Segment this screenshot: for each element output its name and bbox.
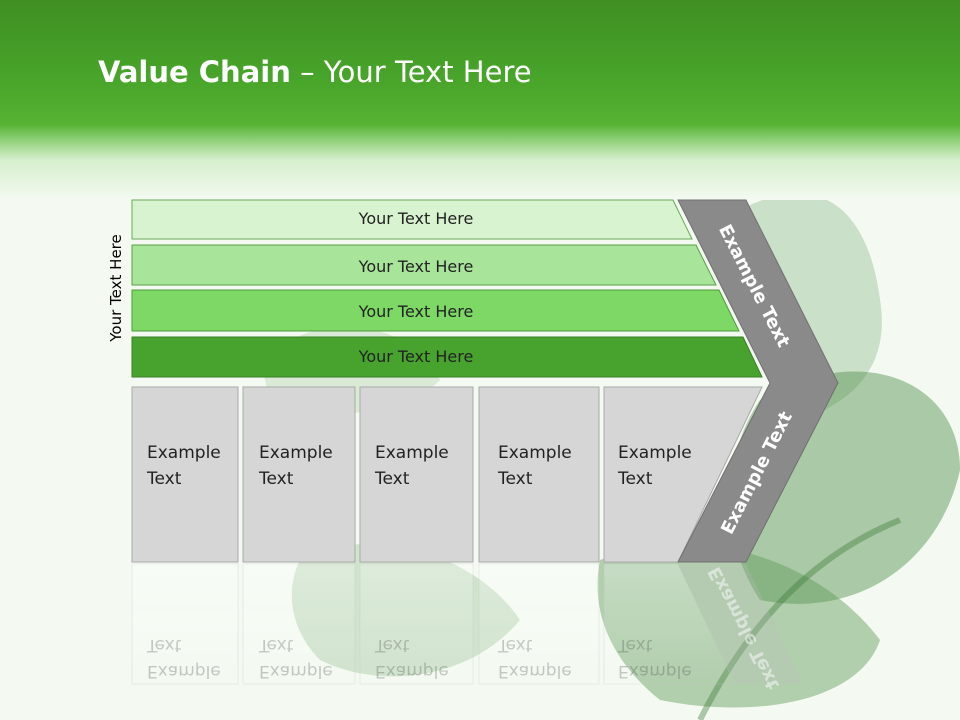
card-1-reflection-line1: Example [147,661,221,681]
card-3-reflection: Example Text [375,632,449,684]
card-3 [359,386,474,563]
card-3-line2: Text [375,469,410,489]
card-4-reflection: Example Text [498,632,572,684]
card-2-line1: Example [259,443,333,463]
title-bold: Value Chain [98,55,291,89]
stem [697,517,902,720]
card-4-reflection-line2: Text [498,635,533,655]
card-3-reflection-line1: Example [375,661,449,681]
card-2-reflection-line1: Example [259,661,333,681]
card-1 [131,386,239,563]
bar-1-label: Your Text Here [358,209,474,228]
card-3-text: Example Text [375,440,449,492]
chevron-arrow [677,199,839,563]
card-4 [478,386,600,563]
header-band [0,0,960,200]
card-1-reflection-line2: Text [147,635,182,655]
card-2-line2: Text [259,469,294,489]
card-4-text: Example Text [498,440,572,492]
card-5-reflection-line1: Example [618,661,692,681]
card-4-reflection-line1: Example [498,661,572,681]
card-3-line1: Example [375,443,449,463]
slide-title: Value Chain – Your Text Here [98,55,532,89]
card-2-text: Example Text [259,440,333,492]
card-2 [242,386,356,563]
reflection [131,563,803,685]
card-1-line2: Text [147,469,182,489]
bar-2-label: Your Text Here [358,257,474,276]
card-5-line1: Example [618,443,692,463]
card-1-reflection: Example Text [147,632,221,684]
card-4-line2: Text [498,469,533,489]
card-2-reflection-line2: Text [259,635,294,655]
card-1-text: Example Text [147,440,221,492]
bar-4-label: Your Text Here [358,347,474,366]
title-rest: – Your Text Here [290,55,532,89]
bar-4 [131,336,763,378]
card-4-line1: Example [498,443,572,463]
bar-1 [131,199,693,240]
card-1-line1: Example [147,443,221,463]
card-5-reflection: Example Text [618,632,692,684]
bar-2 [131,244,717,286]
card-5-reflection-line2: Text [618,635,653,655]
card-2-reflection: Example Text [259,632,333,684]
card-5-line2: Text [618,469,653,489]
bar-3 [131,289,740,332]
card-3-reflection-line2: Text [375,635,410,655]
card-5-text: Example Text [618,440,692,492]
bar-3-label: Your Text Here [358,302,474,321]
